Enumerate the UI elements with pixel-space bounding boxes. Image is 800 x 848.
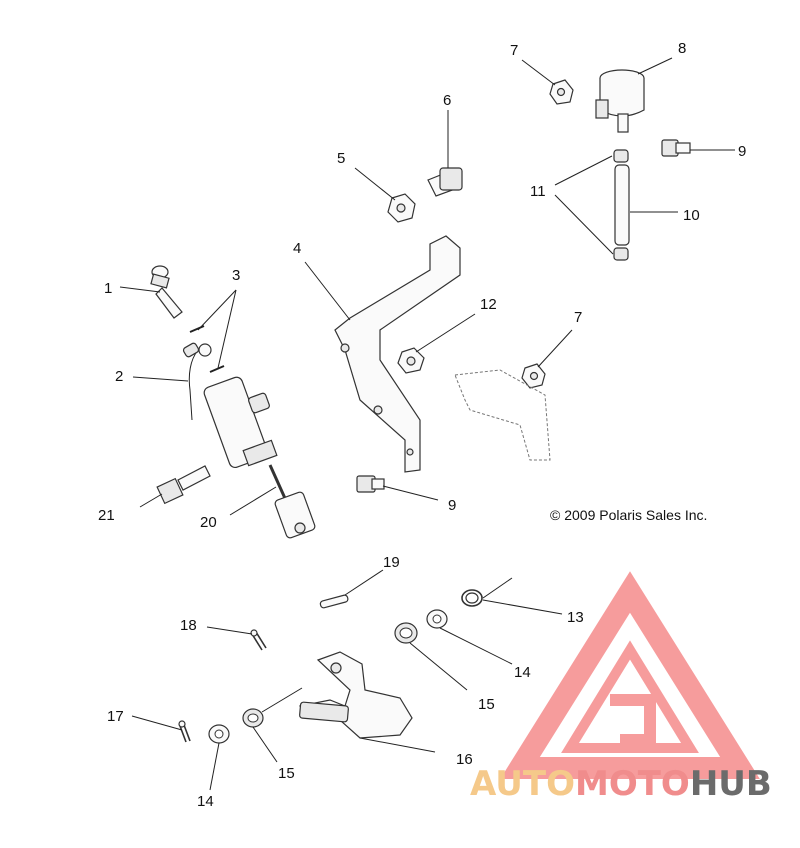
watermark-text: AUTOMOTOHUB — [470, 764, 772, 804]
part-7-nut-mid — [521, 363, 546, 389]
callout-15-right: 15 — [478, 696, 495, 713]
part-3-washers — [189, 325, 225, 373]
part-18-cotter — [250, 629, 267, 651]
part-12-nut — [397, 347, 425, 374]
callout-14-left: 14 — [197, 793, 214, 810]
part-9-bolt-mid — [356, 475, 385, 493]
part-14-washer-right — [426, 609, 448, 629]
part-17-cotter — [178, 720, 191, 743]
part-15-bushing-left — [242, 708, 264, 728]
callout-17: 17 — [107, 708, 124, 725]
callout-18: 18 — [180, 617, 197, 634]
part-7-nut-top — [549, 79, 574, 105]
callout-21: 21 — [98, 507, 115, 524]
watermark-moto: MOTO — [575, 764, 690, 804]
callout-4: 4 — [293, 240, 301, 257]
part-10-tube — [613, 149, 630, 261]
callout-16: 16 — [456, 751, 473, 768]
watermark-logo — [500, 571, 760, 779]
callout-12: 12 — [480, 296, 497, 313]
part-20-master-cylinder — [203, 376, 316, 539]
callout-6: 6 — [443, 92, 451, 109]
watermark-hub: HUB — [690, 764, 772, 804]
callout-3: 3 — [232, 267, 240, 284]
part-19-pin — [319, 594, 349, 609]
callout-7-top: 7 — [510, 42, 518, 59]
part-15-bushing-right — [394, 622, 418, 644]
leader-lines — [119, 57, 735, 791]
callout-13: 13 — [567, 609, 584, 626]
part-9-bolt-top — [661, 139, 691, 157]
copyright-text: © 2009 Polaris Sales Inc. — [550, 507, 707, 523]
callout-20: 20 — [200, 514, 217, 531]
callout-9-top: 9 — [738, 143, 746, 160]
callout-11: 11 — [530, 183, 546, 200]
callout-14-right: 14 — [514, 664, 531, 681]
callout-19: 19 — [383, 554, 400, 571]
part-4-bracket — [334, 235, 461, 473]
part-2-hose — [182, 342, 212, 421]
callout-10: 10 — [683, 207, 700, 224]
part-5-nut — [387, 193, 416, 223]
part-16-pedal — [299, 651, 413, 739]
callout-2: 2 — [115, 368, 123, 385]
part-13-spring — [461, 589, 483, 607]
callout-15-left: 15 — [278, 765, 295, 782]
callout-1: 1 — [104, 280, 112, 297]
callout-5: 5 — [337, 150, 345, 167]
part-6-flange-bolt — [427, 167, 463, 197]
part-1-bleeder — [150, 265, 183, 319]
part-14-washer-left — [208, 724, 230, 744]
callout-7-mid: 7 — [574, 309, 582, 326]
part-plate-phantom — [454, 369, 551, 461]
watermark-auto: AUTO — [470, 764, 575, 804]
callout-8: 8 — [678, 40, 686, 57]
callout-9-mid: 9 — [448, 497, 456, 514]
part-21-bolt — [156, 465, 211, 505]
callout-labels: 1 2 3 4 5 6 7 7 8 9 9 10 11 12 13 14 14 … — [98, 40, 746, 810]
part-8-reservoir — [595, 69, 645, 133]
